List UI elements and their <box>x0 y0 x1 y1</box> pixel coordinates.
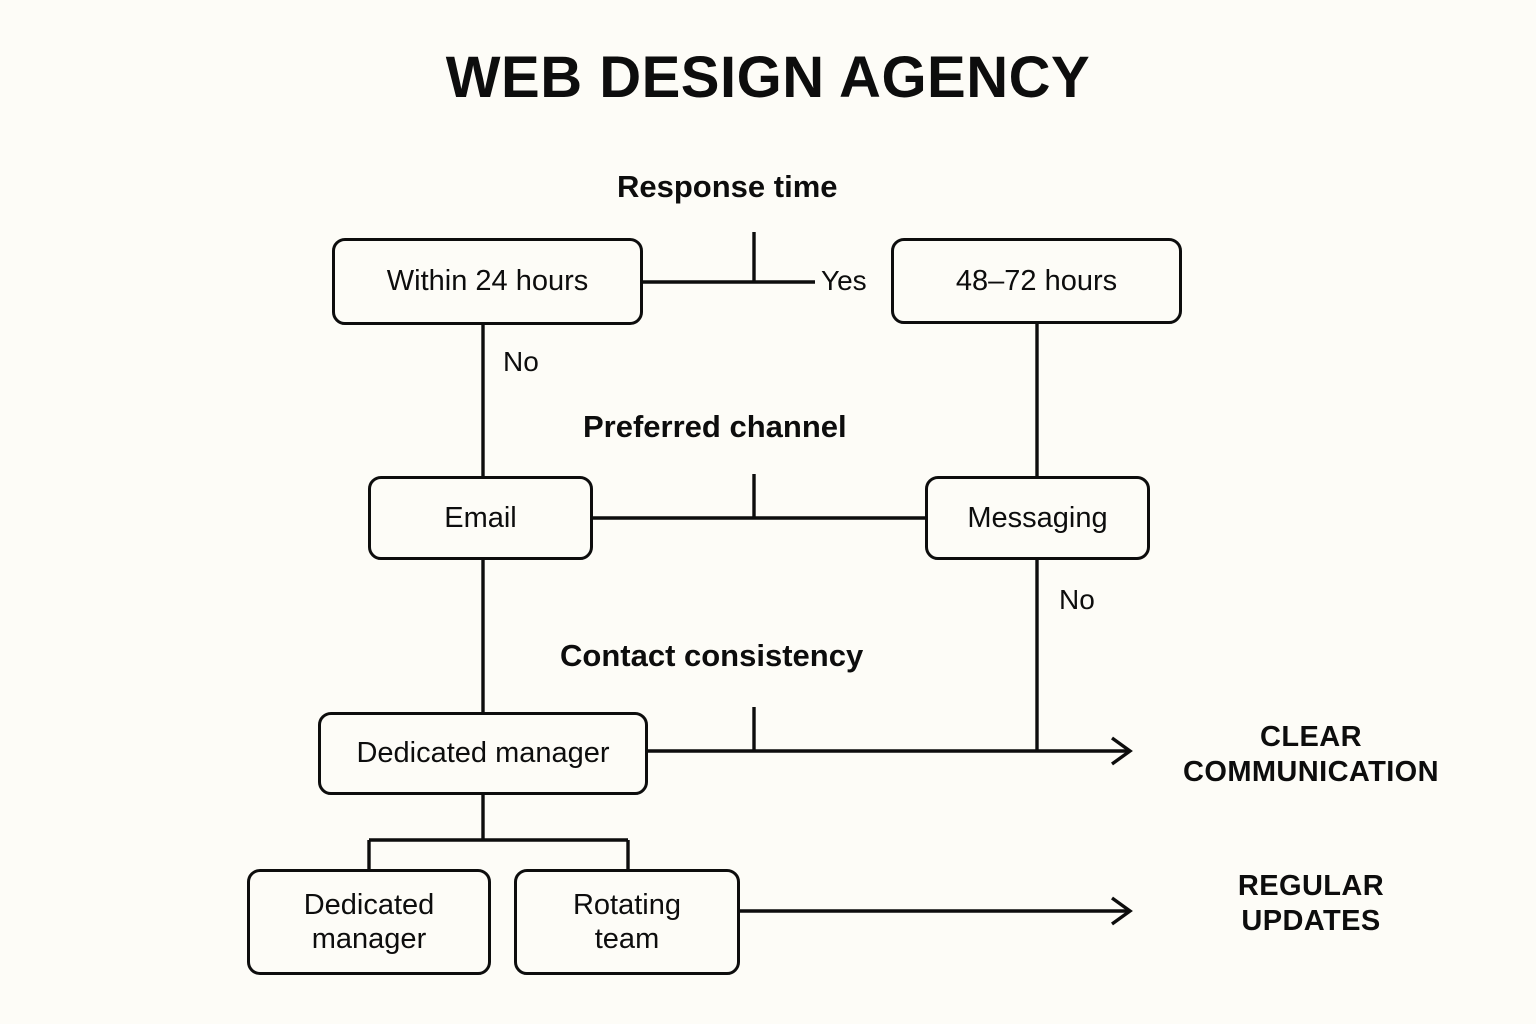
outcome-clear-communication: CLEAR COMMUNICATION <box>1183 721 1439 789</box>
node-email[interactable]: Email <box>368 476 593 560</box>
node-messaging[interactable]: Messaging <box>925 476 1150 560</box>
edge-label-no-channel: No <box>1059 584 1095 615</box>
node-rotating-team[interactable]: Rotating team <box>514 869 740 975</box>
node-within-24-hours[interactable]: Within 24 hours <box>332 238 643 325</box>
node-dedicated-manager-bottom[interactable]: Dedicated manager <box>247 869 491 975</box>
outcome-regular-updates: REGULAR UPDATES <box>1237 870 1385 938</box>
section-label-contact-consistency: Contact consistency <box>560 638 864 673</box>
edge-label-no-response: No <box>503 346 539 377</box>
edge-label-yes: Yes <box>821 265 867 296</box>
arrowhead-clear-communication <box>1111 736 1133 766</box>
arrowhead-regular-updates <box>1111 896 1133 926</box>
page-title: WEB DESIGN AGENCY <box>445 45 1091 110</box>
node-dedicated-manager[interactable]: Dedicated manager <box>318 712 648 795</box>
section-label-response-time: Response time <box>617 169 838 204</box>
node-48-72-hours[interactable]: 48–72 hours <box>891 238 1182 324</box>
section-label-preferred-channel: Preferred channel <box>583 409 847 444</box>
